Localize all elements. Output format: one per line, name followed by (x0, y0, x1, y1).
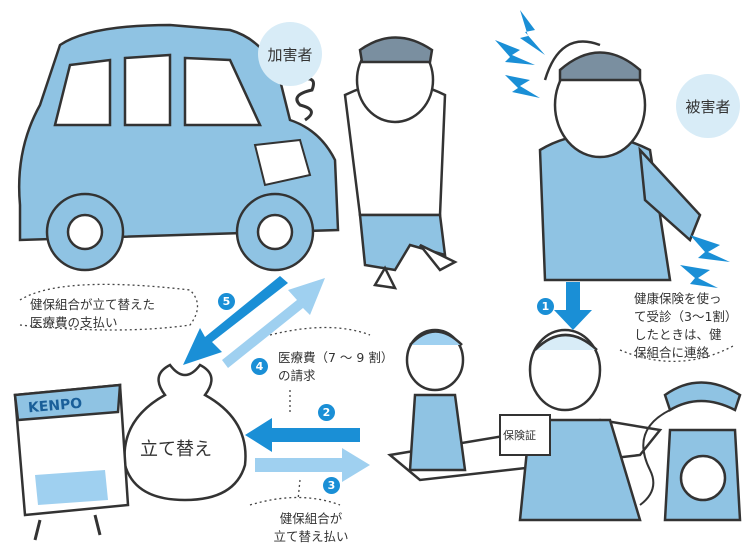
step-1-badge: 1 (537, 298, 554, 315)
bag-text: 立て替え (140, 439, 212, 460)
step-2-badge: 2 (318, 404, 335, 421)
perpetrator-illustration (343, 36, 458, 290)
scribble-mark (295, 77, 315, 122)
perpetrator-bubble: 加害者 (258, 22, 322, 86)
step-4-badge: 4 (251, 358, 268, 375)
victim-label: 被害者 (685, 97, 731, 116)
pain-marks (495, 10, 730, 288)
arrow-step2 (245, 418, 360, 452)
arrow-step4 (222, 278, 325, 368)
victim-bubble: 被害者 (676, 74, 740, 138)
perpetrator-label: 加害者 (267, 45, 313, 64)
step-3-badge: 3 (323, 477, 340, 494)
arrow-step3 (255, 448, 370, 482)
insurance-card-text: 保険証 (503, 429, 536, 442)
money-bag-illustration (123, 363, 247, 502)
clinic-illustration (387, 328, 663, 522)
callout-tails (19, 283, 736, 506)
victim-illustration (538, 40, 702, 282)
step-5-badge: 5 (218, 293, 235, 310)
arrow-step5 (183, 276, 288, 365)
step5-note: 健保組合が立て替えた 医療費の支払い (30, 297, 156, 330)
telephone-illustration (639, 381, 742, 522)
kenpo-box-illustration (13, 383, 130, 541)
car-illustration (17, 23, 340, 272)
step4-note: 医療費（7 ～ 9 割） の請求 (278, 350, 394, 383)
arrow-step1 (554, 282, 592, 330)
step1-note: 健康保険を使っ て受診（3～1割） したときは、健 保組合に連絡 (634, 291, 738, 360)
flow-arrows (183, 276, 592, 482)
step3-note: 健保組合が 立て替え払い (273, 511, 349, 544)
